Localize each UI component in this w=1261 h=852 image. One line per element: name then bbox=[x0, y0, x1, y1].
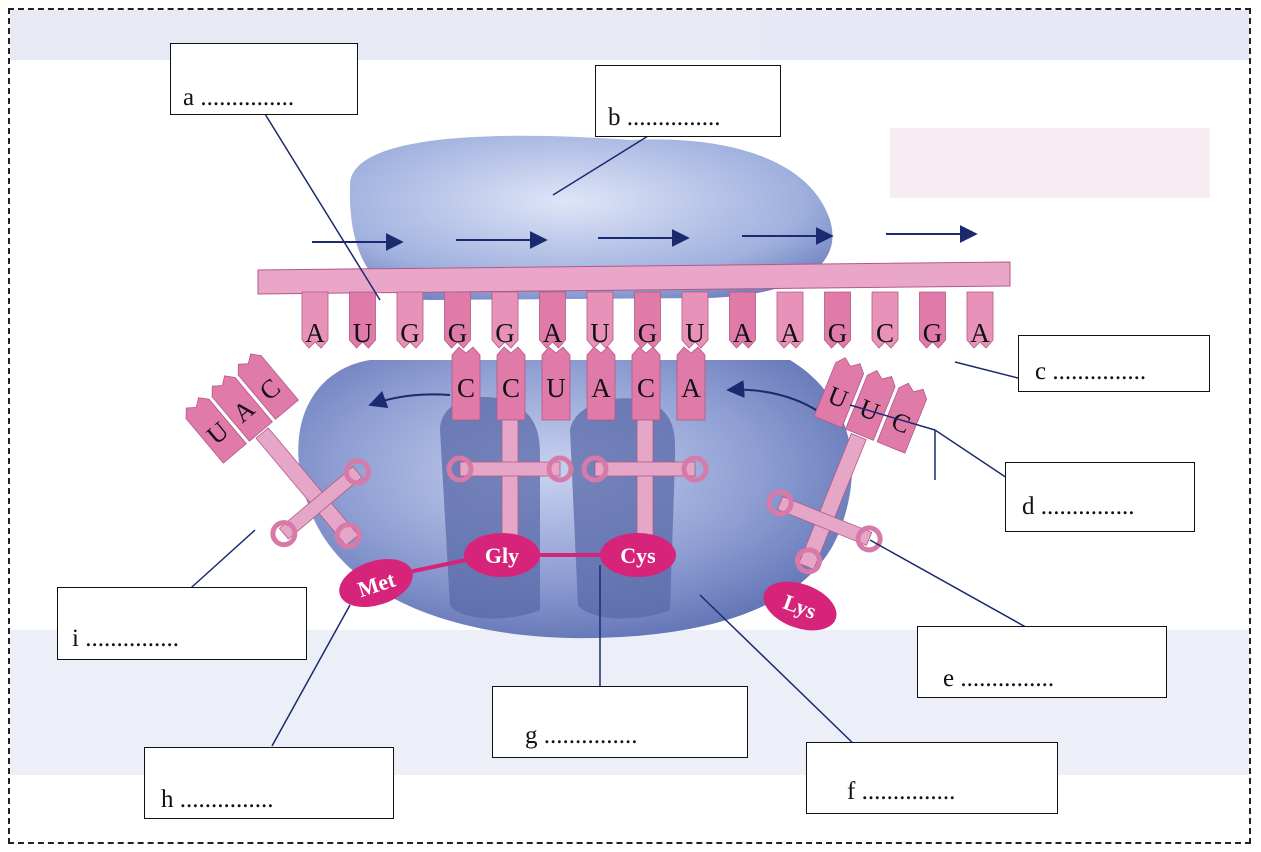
mrna-base: A bbox=[729, 291, 756, 349]
mrna-base-letter: A bbox=[305, 318, 325, 348]
anticodon-letter: C bbox=[457, 373, 475, 403]
label-a-text: a ............... bbox=[183, 84, 295, 111]
ribosome-large-subunit bbox=[349, 135, 833, 300]
leader-lines bbox=[181, 113, 1041, 751]
mrna-base: U bbox=[349, 291, 376, 349]
label-box-g[interactable]: g ............... bbox=[492, 686, 748, 758]
label-b-text: b ............... bbox=[608, 104, 721, 131]
mrna-base-letter: A bbox=[543, 318, 563, 348]
label-g-text: g ............... bbox=[525, 722, 638, 749]
anticodon-base: C bbox=[496, 346, 526, 421]
mrna-base: A bbox=[301, 291, 329, 349]
anticodon-letter: A bbox=[591, 373, 611, 403]
label-f-text: f ............... bbox=[847, 778, 956, 805]
amino-acid-cys-label: Cys bbox=[620, 543, 656, 568]
mrna-base: G bbox=[919, 291, 946, 349]
label-i-text: i ............... bbox=[72, 625, 179, 652]
mrna-base-letter: U bbox=[353, 318, 373, 348]
mrna-base: A bbox=[776, 291, 804, 349]
anticodon-base: C bbox=[451, 346, 481, 421]
label-h-text: h ............... bbox=[161, 786, 274, 813]
trna-a-site bbox=[581, 419, 709, 536]
anticodon-letter: C bbox=[502, 373, 520, 403]
mrna-base-letter: C bbox=[876, 318, 894, 348]
mrna-base-letter: G bbox=[638, 318, 658, 348]
anticodon-base: C bbox=[237, 353, 299, 420]
mrna-base: A bbox=[539, 291, 566, 349]
mrna-base-letter: G bbox=[495, 318, 515, 348]
mrna-base: G bbox=[444, 291, 471, 349]
anticodon-letter: C bbox=[637, 373, 655, 403]
label-box-f[interactable]: f ............... bbox=[806, 742, 1058, 814]
trna-left-body: UAC bbox=[185, 353, 371, 550]
mrna-base: U bbox=[681, 291, 709, 349]
mrna-base: G bbox=[824, 291, 851, 349]
anticodon-base: U bbox=[813, 357, 865, 429]
amino-acid-gly: Gly bbox=[464, 533, 540, 577]
mrna-base-letter: U bbox=[685, 318, 705, 348]
mrna-base-letter: A bbox=[780, 318, 800, 348]
mrna-base: C bbox=[871, 291, 899, 349]
anticodon-base: A bbox=[586, 346, 616, 421]
label-box-c[interactable]: c ............... bbox=[1018, 335, 1210, 392]
label-box-e[interactable]: e ............... bbox=[917, 626, 1167, 698]
label-e-text: e ............... bbox=[943, 665, 1055, 692]
mrna-base-letter: G bbox=[923, 318, 943, 348]
mrna-base-letter: G bbox=[828, 318, 848, 348]
amino-acid-lys: Lys bbox=[763, 581, 837, 631]
mrna-base: G bbox=[396, 291, 424, 349]
label-box-i[interactable]: i ............... bbox=[57, 587, 307, 660]
peptide-chain: Met Gly Cys Lys bbox=[339, 533, 837, 631]
mrna-base-letter: A bbox=[970, 318, 990, 348]
mrna-base-letter: G bbox=[448, 318, 468, 348]
trna-left: UAC bbox=[185, 353, 371, 550]
anticodon-base: U bbox=[541, 346, 571, 421]
anticodon-base: A bbox=[676, 346, 706, 421]
label-box-a[interactable]: a ............... bbox=[170, 43, 358, 115]
mrna-strand bbox=[257, 261, 1011, 295]
anticodon-base: C bbox=[631, 346, 661, 421]
amino-acid-met: Met bbox=[339, 559, 413, 607]
mrna-base: G bbox=[491, 291, 519, 349]
label-box-h[interactable]: h ............... bbox=[144, 747, 394, 819]
mrna-base-letter: U bbox=[590, 318, 610, 348]
anticodon-base: U bbox=[845, 369, 896, 441]
mrna-base-letter: G bbox=[400, 318, 420, 348]
mrna-base: G bbox=[634, 291, 661, 349]
label-c-text: c ............... bbox=[1035, 358, 1147, 385]
mrna-base: U bbox=[586, 291, 614, 349]
label-box-b[interactable]: b ............... bbox=[595, 65, 781, 137]
label-d-text: d ............... bbox=[1022, 493, 1135, 520]
label-box-d[interactable]: d ............... bbox=[1005, 462, 1195, 532]
amino-acid-cys: Cys bbox=[600, 533, 676, 577]
mrna-base-letter: A bbox=[733, 318, 753, 348]
anticodon-letter: U bbox=[546, 373, 566, 403]
mrna-base: A bbox=[966, 291, 994, 349]
anticodon-letter: A bbox=[681, 373, 701, 403]
amino-acid-gly-label: Gly bbox=[485, 543, 519, 568]
